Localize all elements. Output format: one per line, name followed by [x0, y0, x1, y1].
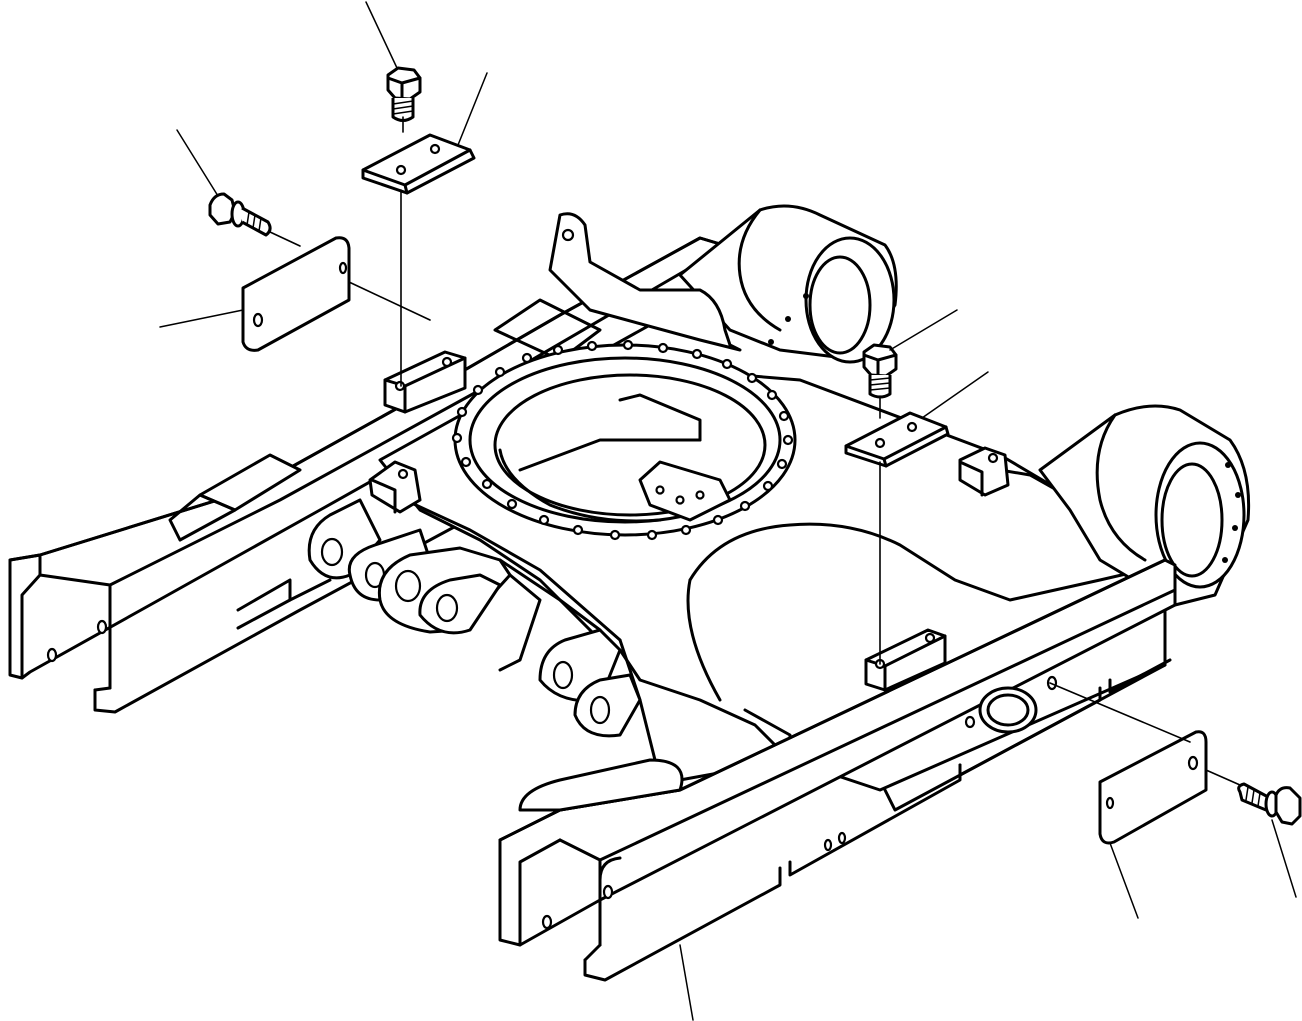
- blade-mount-lugs: [307, 498, 642, 738]
- callout-leader-plate-top-right: [921, 371, 989, 419]
- flange-bolt-left: [208, 192, 272, 237]
- bolt-top-left: [386, 66, 422, 122]
- callout-leader-cover-left: [159, 309, 244, 328]
- flange-bolt-right: [1237, 782, 1302, 826]
- track-frame: [8, 204, 1251, 982]
- cover-right: [1098, 730, 1208, 845]
- mount-block-right: [864, 628, 947, 692]
- right-idler-housing: [1038, 404, 1251, 607]
- bolt-top-right: [862, 343, 898, 399]
- plate-top-right: [844, 411, 950, 468]
- callout-leader-plate-top-left: [457, 72, 488, 146]
- callout-leader-track-frame: [679, 944, 694, 1021]
- plate-top-left: [361, 133, 476, 195]
- callout-leader-bolt-top-left: [365, 1, 398, 69]
- swing-circle-bolt-holes: [451, 339, 794, 541]
- rear-lug-bracket: [493, 212, 742, 362]
- mount-block-left: [383, 350, 467, 414]
- assembly-lines: [269, 116, 1241, 786]
- center-clip-right: [958, 446, 1010, 497]
- left-idler-housing: [678, 204, 898, 364]
- callout-leader-flange-bolt-left: [176, 129, 219, 197]
- callout-leader-cover-right: [1109, 842, 1139, 919]
- right-side-rail: [498, 558, 1177, 982]
- callout-leader-flange-bolt-right: [1271, 819, 1297, 898]
- callout-leader-bolt-top-right: [889, 309, 958, 351]
- swing-circle: [451, 339, 797, 541]
- center-clip-left: [368, 460, 422, 514]
- cover-left: [241, 236, 351, 352]
- callout-leaders: [159, 1, 1297, 1021]
